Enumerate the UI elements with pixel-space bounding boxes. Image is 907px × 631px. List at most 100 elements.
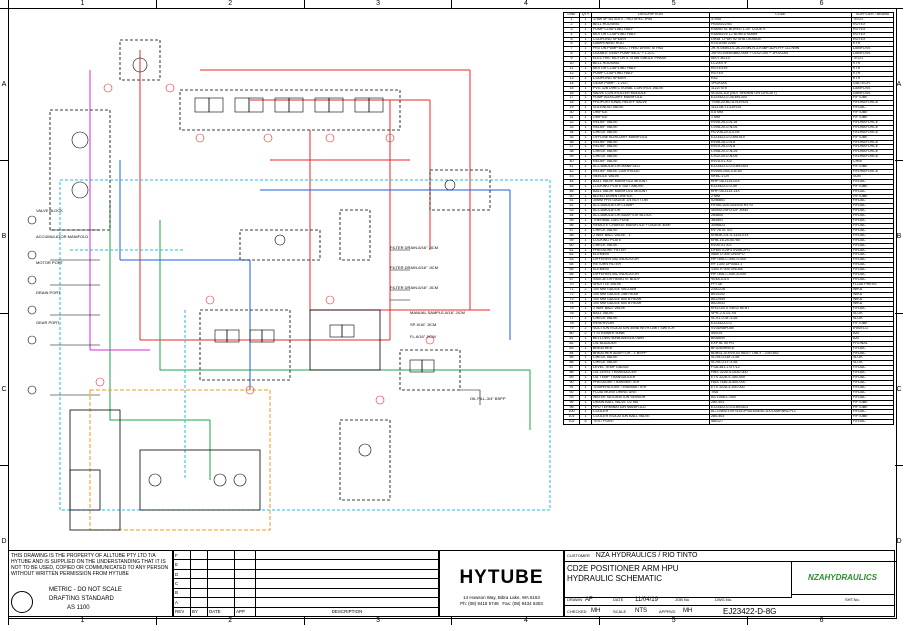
zone-col: 6 (747, 617, 895, 625)
part-code: 580127 (709, 419, 852, 426)
supplier: HYDAC (851, 419, 894, 426)
quantity: 5 (579, 419, 592, 426)
revision-cell (207, 597, 235, 608)
zone-col: 6 (747, 0, 895, 8)
revision-letter: F (173, 549, 191, 561)
company-fax: Fax: (08) 9434 6303 (502, 601, 543, 606)
revision-cell (234, 549, 256, 561)
by-col: BY (190, 606, 208, 618)
revision-cell (190, 568, 208, 580)
revision-letter: D (173, 568, 191, 580)
label-sp: SP-9/16" JICM (410, 322, 437, 327)
title-info-block: CUSTOMER NZA HYDRAULICS / RIO TINTO CD2E… (564, 550, 896, 617)
zone-col: 4 (451, 0, 599, 8)
revision-cell (234, 568, 256, 580)
col-supplier: SUPPLIER / BRAND (851, 12, 894, 18)
scale-note: METRIC - DO NOT SCALE (49, 587, 122, 593)
label-filter-drain: FILTER DRAIN-6/16" JICM (390, 285, 439, 290)
revision-cell (234, 559, 256, 570)
label-drain-port: DRAIN PORT (36, 290, 61, 295)
zone-col: 1 (8, 0, 156, 8)
zone-col: 4 (451, 617, 599, 625)
customer-label: CUSTOMER (567, 553, 590, 558)
part-description: TEST POINT (591, 419, 710, 426)
description-col: DESCRIPTION (255, 606, 439, 618)
property-notice-block: THIS DRAWING IS THE PROPERTY OF ALLTUBE … (8, 550, 173, 617)
drafting-standard-code: AS 1100 (67, 605, 90, 611)
zone-row: C (0, 312, 8, 465)
revision-cell (255, 549, 439, 561)
zone-markers-top: 1 2 3 4 5 6 (8, 0, 895, 8)
drawing-scale: NTS (635, 608, 647, 614)
revision-cell (255, 568, 439, 580)
company-logo-block: HYTUBE 14 Howson Way, Bibra Lake, WA 616… (439, 550, 564, 617)
label-valve-block: VALVE BLOCK (36, 208, 63, 213)
drawing-date: 11/04/19 (635, 596, 658, 603)
zone-col: 5 (599, 0, 747, 8)
property-notice: THIS DRAWING IS THE PROPERTY OF ALLTUBE … (11, 553, 169, 577)
job-label: JOB No. (675, 597, 691, 602)
line-number: 102 (563, 419, 580, 426)
dwg-label: DWG.No. (715, 597, 733, 602)
revision-row: B (173, 587, 439, 599)
revision-cell (190, 549, 208, 561)
nza-hydraulics-logo: NZAHYDRAULICS (808, 573, 877, 582)
approved-by: MH (683, 608, 693, 614)
projection-symbol-icon (11, 591, 33, 613)
revision-cell (190, 597, 208, 608)
zone-markers-right: A B C D (895, 8, 903, 617)
checked-by: MH (591, 608, 601, 614)
zone-col: 5 (599, 617, 747, 625)
revision-row: F (173, 549, 439, 561)
label-filter-drain: FILTER DRAIN-6/16" JICM (390, 265, 439, 270)
zone-row: B (0, 160, 8, 312)
revision-cell (207, 587, 235, 599)
hydraulic-schematic (27, 39, 551, 531)
revision-cell (207, 578, 235, 589)
revision-cell (207, 549, 235, 561)
drawn-by: AF (585, 596, 593, 603)
customer-name: NZA HYDRAULICS / RIO TINTO (595, 552, 698, 559)
label-fl: FL-6/16" JICM (410, 334, 436, 339)
revision-cell (190, 587, 208, 599)
checked-label: CHECKED (567, 608, 587, 614)
zone-markers-bottom: 1 2 3 4 5 6 (8, 617, 895, 625)
revision-cell (190, 559, 208, 570)
zone-col: 2 (155, 0, 304, 8)
zone-row: C (895, 312, 903, 465)
label-manual-sample: MANUAL SAMPLE-6/16" JICM (410, 310, 465, 315)
company-address: 14 Howson Way, Bibra Lake, WA 6163 (463, 595, 540, 600)
drawing-number: EJ23422-D-8G (723, 606, 777, 616)
company-phone: Ph: (08) 9418 5748 (460, 601, 499, 606)
revision-letter: B (173, 587, 191, 599)
revision-row: D (173, 568, 439, 580)
revision-header: REV BY DATE APP DESCRIPTION (173, 606, 439, 618)
revision-cell (255, 559, 439, 570)
zone-col: 2 (155, 617, 304, 625)
label-oil-fill: OIL FILL-3/4" BSPP (470, 396, 506, 401)
revision-cell (207, 568, 235, 580)
drawing-subtitle: HYDRAULIC SCHEMATIC (567, 574, 662, 583)
zone-row: A (895, 8, 903, 160)
revision-cell (207, 559, 235, 570)
rev-col: REV (173, 606, 191, 618)
label-filter-drain: FILTER DRAIN-6/16" JICM (390, 245, 439, 250)
approved-label: APPRVD (659, 608, 676, 614)
zone-markers-left: A B C D (0, 8, 8, 617)
revision-row: E (173, 559, 439, 570)
revision-row: A (173, 597, 439, 608)
revision-row: C (173, 578, 439, 589)
zone-col: 3 (303, 0, 452, 8)
revision-letter: A (173, 597, 191, 608)
revision-cell (234, 578, 256, 589)
drawn-label: DRAWN (567, 597, 582, 602)
revision-cell (234, 597, 256, 608)
date-col: DATE (207, 606, 235, 618)
revision-cell (255, 597, 439, 608)
revision-cell (255, 587, 439, 599)
